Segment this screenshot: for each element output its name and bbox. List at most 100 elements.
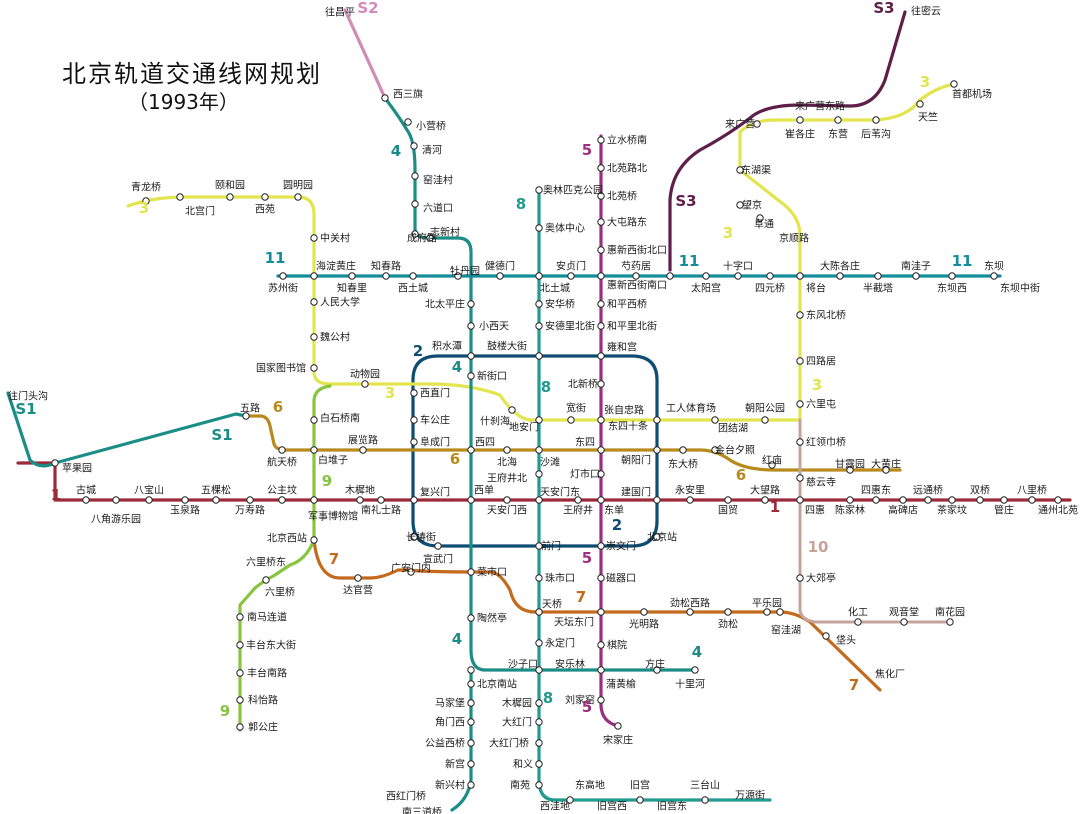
station-dot[interactable]: [468, 301, 474, 307]
station-dot[interactable]: [901, 619, 907, 625]
station-dot[interactable]: [536, 575, 542, 581]
station-dot[interactable]: [497, 273, 503, 279]
station-dot[interactable]: [762, 417, 768, 423]
station-dot[interactable]: [378, 497, 384, 503]
station-dot[interactable]: [633, 273, 639, 279]
station-dot[interactable]: [411, 497, 417, 503]
station-dot[interactable]: [280, 273, 286, 279]
station-dot[interactable]: [468, 569, 474, 575]
station-dot[interactable]: [667, 273, 673, 279]
station-dot[interactable]: [797, 575, 803, 581]
station-dot[interactable]: [360, 447, 366, 453]
station-dot[interactable]: [355, 575, 361, 581]
station-dot[interactable]: [468, 719, 474, 725]
station-dot[interactable]: [855, 619, 861, 625]
station-dot[interactable]: [536, 353, 542, 359]
station-dot[interactable]: [237, 724, 243, 730]
station-dot[interactable]: [468, 782, 474, 788]
station-dot[interactable]: [382, 95, 388, 101]
station-dot[interactable]: [777, 609, 783, 615]
station-dot[interactable]: [504, 497, 510, 503]
station-dot[interactable]: [598, 301, 604, 307]
station-dot[interactable]: [797, 497, 803, 503]
station-dot[interactable]: [536, 447, 542, 453]
station-dot[interactable]: [598, 165, 604, 171]
station-dot[interactable]: [598, 575, 604, 581]
station-dot[interactable]: [702, 797, 708, 803]
station-dot[interactable]: [357, 497, 363, 503]
station-dot[interactable]: [687, 609, 693, 615]
station-dot[interactable]: [468, 761, 474, 767]
station-dot[interactable]: [687, 497, 693, 503]
station-dot[interactable]: [654, 447, 660, 453]
station-dot[interactable]: [279, 497, 285, 503]
station-dot[interactable]: [311, 334, 317, 340]
station-dot[interactable]: [598, 609, 604, 615]
station-dot[interactable]: [536, 187, 542, 193]
station-dot[interactable]: [692, 667, 698, 673]
station-dot[interactable]: [598, 497, 604, 503]
station-dot[interactable]: [797, 273, 803, 279]
station-dot[interactable]: [823, 633, 829, 639]
station-dot[interactable]: [468, 447, 474, 453]
station-dot[interactable]: [725, 497, 731, 503]
station-dot[interactable]: [764, 609, 770, 615]
station-dot[interactable]: [680, 447, 686, 453]
station-dot[interactable]: [468, 615, 474, 621]
station-dot[interactable]: [213, 497, 219, 503]
station-dot[interactable]: [177, 194, 183, 200]
station-dot[interactable]: [641, 609, 647, 615]
station-dot[interactable]: [113, 497, 119, 503]
station-dot[interactable]: [598, 543, 604, 549]
station-dot[interactable]: [504, 447, 510, 453]
station-dot[interactable]: [615, 723, 621, 729]
station-dot[interactable]: [410, 273, 416, 279]
station-dot[interactable]: [536, 782, 542, 788]
station-dot[interactable]: [311, 273, 317, 279]
station-dot[interactable]: [536, 301, 542, 307]
station-dot[interactable]: [925, 497, 931, 503]
station-dot[interactable]: [311, 235, 317, 241]
station-dot[interactable]: [847, 497, 853, 503]
station-dot[interactable]: [536, 273, 542, 279]
station-dot[interactable]: [873, 497, 879, 503]
station-dot[interactable]: [536, 471, 542, 477]
station-dot[interactable]: [468, 740, 474, 746]
station-dot[interactable]: [703, 273, 709, 279]
station-dot[interactable]: [949, 497, 955, 503]
station-dot[interactable]: [1001, 497, 1007, 503]
station-dot[interactable]: [947, 619, 953, 625]
station-dot[interactable]: [509, 407, 515, 413]
station-dot[interactable]: [468, 353, 474, 359]
station-dot[interactable]: [383, 273, 389, 279]
station-dot[interactable]: [598, 353, 604, 359]
station-dot[interactable]: [52, 460, 58, 466]
station-dot[interactable]: [536, 640, 542, 646]
station-dot[interactable]: [536, 323, 542, 329]
station-dot[interactable]: [536, 700, 542, 706]
station-dot[interactable]: [735, 273, 741, 279]
station-dot[interactable]: [468, 373, 474, 379]
station-dot[interactable]: [411, 390, 417, 396]
station-dot[interactable]: [598, 697, 604, 703]
station-dot[interactable]: [977, 497, 983, 503]
station-dot[interactable]: [637, 797, 643, 803]
station-dot[interactable]: [536, 225, 542, 231]
station-dot[interactable]: [411, 439, 417, 445]
station-dot[interactable]: [797, 312, 803, 318]
station-dot[interactable]: [262, 194, 268, 200]
station-dot[interactable]: [468, 497, 474, 503]
station-dot[interactable]: [568, 273, 574, 279]
station-dot[interactable]: [411, 143, 417, 149]
station-dot[interactable]: [311, 447, 317, 453]
station-dot[interactable]: [767, 273, 773, 279]
station-dot[interactable]: [311, 365, 317, 371]
station-dot[interactable]: [237, 614, 243, 620]
station-dot[interactable]: [311, 299, 317, 305]
station-dot[interactable]: [654, 417, 660, 423]
station-dot[interactable]: [146, 497, 152, 503]
station-dot[interactable]: [598, 323, 604, 329]
station-dot[interactable]: [797, 475, 803, 481]
station-dot[interactable]: [405, 119, 411, 125]
station-dot[interactable]: [311, 497, 317, 503]
